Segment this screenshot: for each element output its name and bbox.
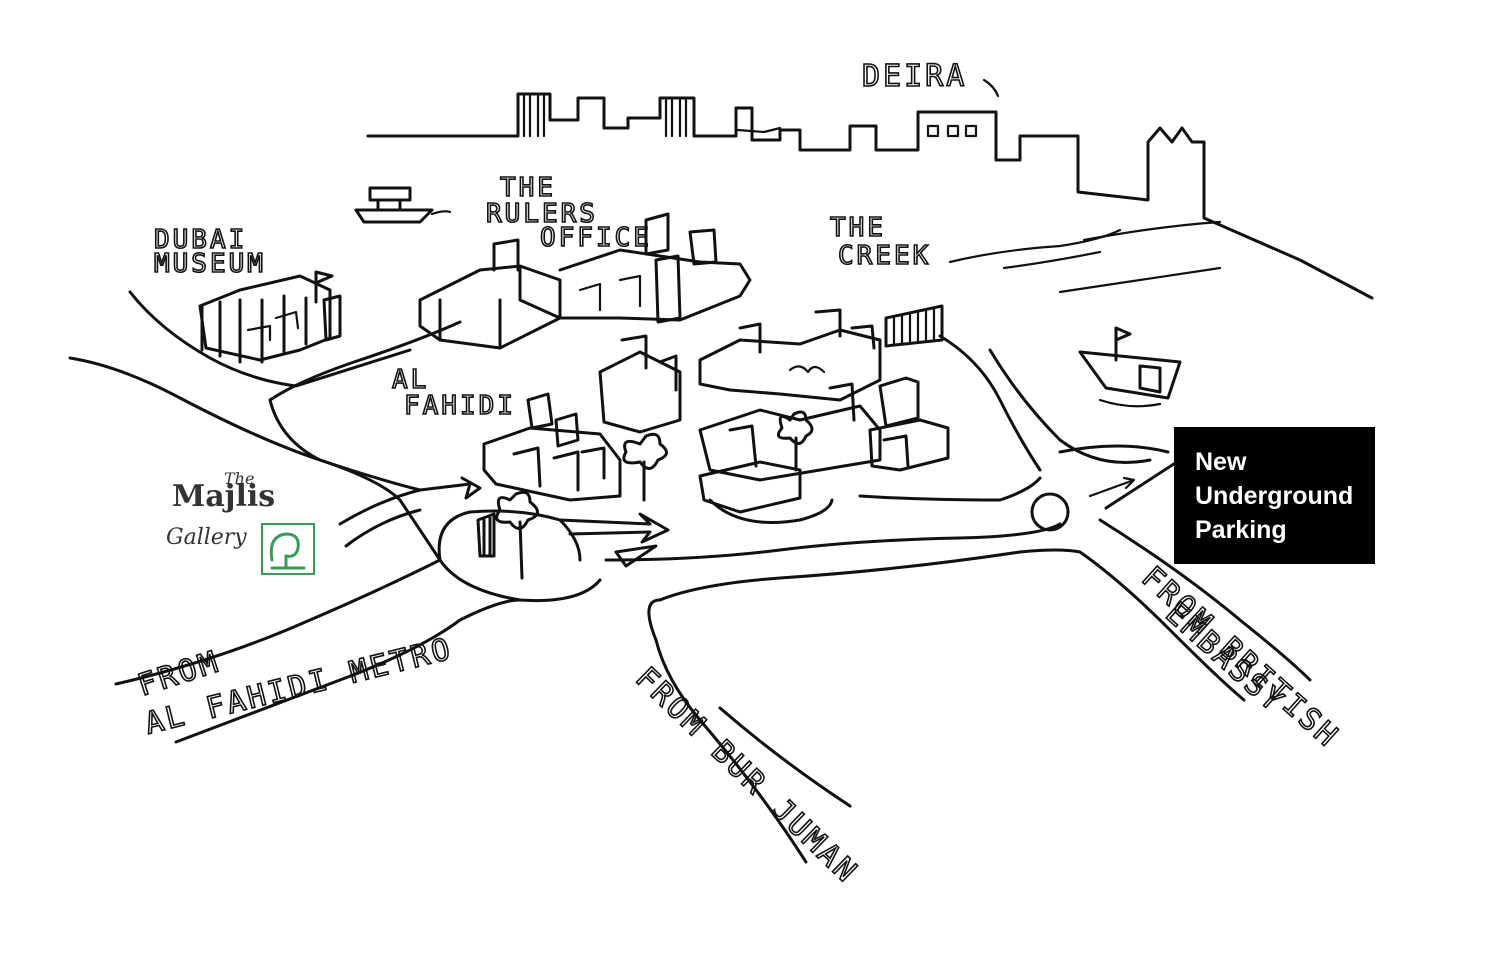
label-creek-line2: CREEK — [838, 241, 931, 271]
al-fahidi-buildings — [482, 308, 950, 514]
rulers-office-building — [418, 212, 752, 350]
parking-line1: New — [1195, 448, 1247, 476]
label-embassy-line2: EMBASSY — [1159, 596, 1292, 721]
boat-top — [354, 186, 452, 224]
logo-gallery-text: Gallery — [166, 525, 247, 550]
label-rulers-office-line1: THE — [500, 173, 556, 203]
parking-line2: Underground — [1195, 482, 1354, 510]
boat-right — [1078, 326, 1182, 408]
label-al-fahidi-line1: AL — [392, 365, 429, 395]
roads — [68, 290, 1312, 864]
majlis-gallery-logo: The Majlis Gallery — [166, 469, 315, 575]
logo-majlis-text: Majlis — [172, 479, 275, 514]
label-bur-juman: FROM BUR JUMAN — [628, 661, 864, 891]
logo-emblem-icon — [261, 523, 315, 575]
label-rulers-office-line3: OFFICE — [540, 223, 652, 253]
label-creek-line1: THE — [830, 213, 886, 243]
logo-emblem-mark — [269, 532, 306, 570]
label-dubai-museum-line1: DUBAI — [154, 225, 247, 255]
dubai-museum-building — [198, 270, 342, 364]
trees — [476, 410, 814, 580]
label-dubai-museum-line2: MUSEUM — [154, 249, 266, 279]
label-rulers-office-line2: RULERS — [486, 199, 598, 229]
label-al-fahidi-line2: FAHIDI — [404, 391, 516, 421]
deira-flourish — [982, 78, 1000, 98]
logo-the-text: The — [224, 469, 254, 488]
label-deira: DEIRA — [862, 59, 967, 94]
creek-gate — [884, 304, 944, 348]
parking-line3: Parking — [1195, 516, 1287, 544]
deira-skyline — [366, 92, 1374, 300]
creek-water — [948, 220, 1222, 294]
new-underground-parking-label: New Underground Parking — [1174, 427, 1375, 564]
